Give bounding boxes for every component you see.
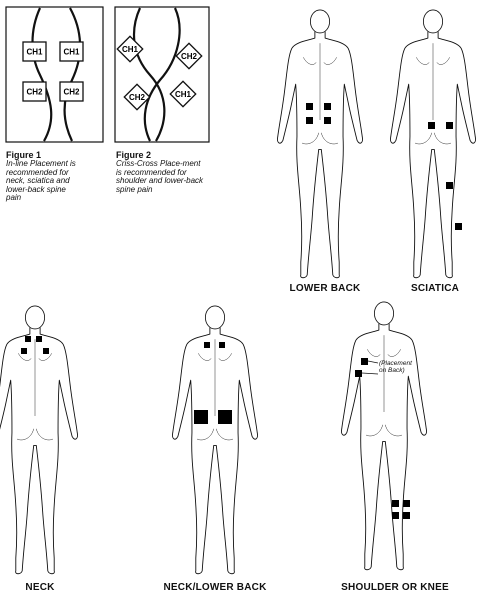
pad-label: CH2: [26, 88, 43, 97]
pad-label: CH1: [122, 45, 139, 54]
lower-back-label: LOWER BACK: [275, 283, 375, 294]
pad-label: CH1: [175, 90, 192, 99]
sciatica-label: SCIATICA: [395, 283, 475, 294]
sciatica-body-figure: [391, 10, 476, 278]
placement-on-back-note: (Placement on Back): [379, 360, 439, 374]
shoulder-knee-label: SHOULDER OR KNEE: [325, 582, 465, 593]
figure-1-description: In-line Placement is recommended for nec…: [6, 160, 110, 203]
shoulder-knee-body-figure: [342, 302, 427, 570]
lower-back-body-figure: [278, 10, 363, 278]
figure-2-diagram: CH1 CH2 CH2 CH1: [115, 7, 209, 142]
figure-1-caption: Figure 1 In-line Placement is recommende…: [6, 150, 110, 203]
pad-label: CH2: [63, 88, 80, 97]
neck-lower-back-body-figure: [173, 306, 258, 574]
pad-label: CH2: [181, 52, 198, 61]
figure-2-description: Criss-Cross Place-ment is recommended fo…: [116, 160, 228, 194]
neck-label: NECK: [10, 582, 70, 593]
neck-body-figure: [0, 306, 77, 574]
pad-label: CH2: [129, 93, 146, 102]
pad-label: CH1: [63, 48, 80, 57]
pad-label: CH1: [26, 48, 43, 57]
figure-1-diagram: CH1 CH1 CH2 CH2: [6, 7, 103, 142]
neck-lower-back-label: NECK/LOWER BACK: [150, 582, 280, 593]
figure-2-caption: Figure 2 Criss-Cross Place-ment is recom…: [116, 150, 228, 194]
